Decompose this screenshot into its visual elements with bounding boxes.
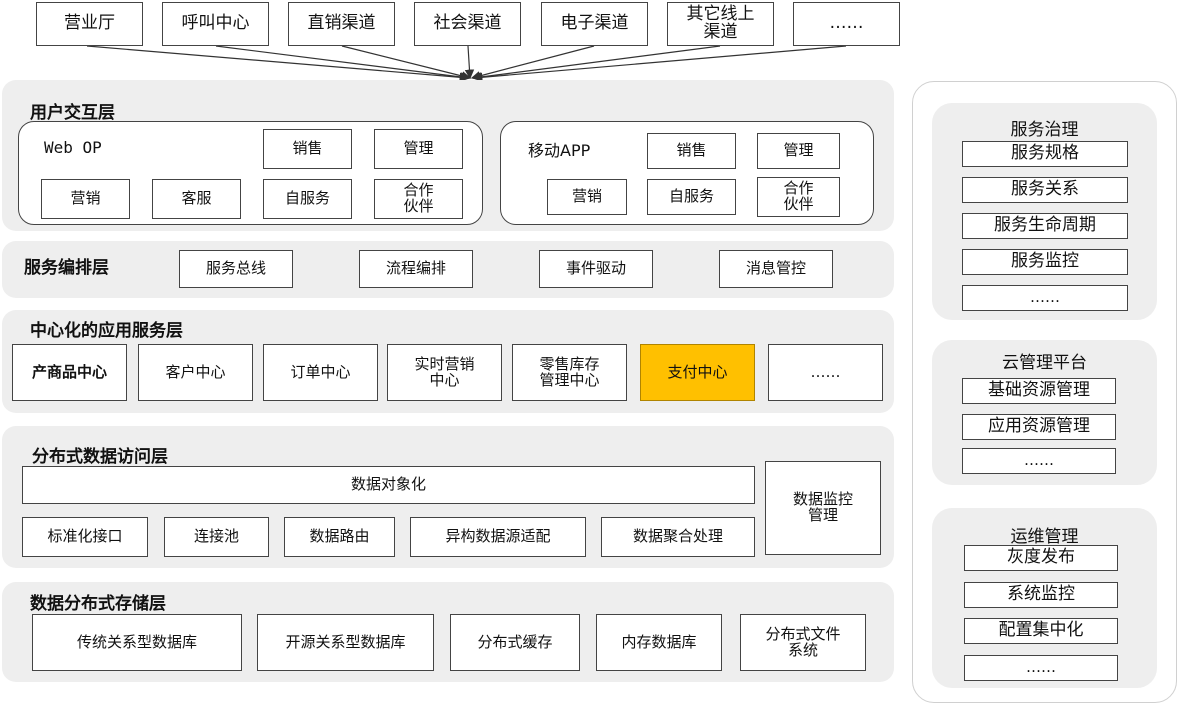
app-service-item: …… (768, 344, 883, 401)
channel-box: 呼叫中心 (162, 2, 269, 46)
mobile-item: 自服务 (647, 179, 736, 215)
app-service-item: 订单中心 (263, 344, 378, 401)
arrow-4 (464, 45, 475, 80)
governance-item: 服务监控 (962, 249, 1128, 275)
ops-item: …… (964, 655, 1118, 681)
web-op-item: 管理 (374, 129, 463, 169)
governance-item: 服务生命周期 (962, 213, 1128, 239)
channel-box: …… (793, 2, 900, 46)
mobile-app-label: 移动APP (528, 141, 591, 160)
layer-title: 用户交互层 (30, 103, 115, 123)
orchestration-item: 服务总线 (179, 250, 293, 288)
ops-item: 系统监控 (964, 582, 1118, 608)
data-monitor-box: 数据监控 管理 (765, 461, 881, 555)
ops-item: 配置集中化 (964, 618, 1118, 644)
orchestration-item: 流程编排 (359, 250, 473, 288)
mobile-item: 营销 (547, 179, 627, 215)
storage-item: 分布式文件 系统 (740, 614, 866, 671)
service-governance-group (932, 103, 1157, 320)
data-access-item: 标准化接口 (22, 517, 148, 557)
web-op-label: Web OP (44, 138, 102, 157)
mobile-item: 合作 伙伴 (757, 177, 840, 217)
group-title: 云管理平台 (1002, 353, 1087, 373)
orchestration-item: 事件驱动 (539, 250, 653, 288)
app-service-item: 实时营销 中心 (387, 344, 502, 401)
data-access-item: 数据路由 (284, 517, 395, 557)
storage-item: 传统关系型数据库 (32, 614, 242, 671)
web-op-item: 合作 伙伴 (374, 179, 463, 219)
layer-title: 服务编排层 (24, 258, 109, 278)
arrow-6 (471, 45, 721, 82)
storage-item: 内存数据库 (596, 614, 722, 671)
orchestration-item: 消息管控 (719, 250, 833, 288)
web-op-item: 客服 (152, 179, 241, 219)
data-access-item: 数据聚合处理 (601, 517, 755, 557)
channel-box: 社会渠道 (414, 2, 521, 46)
group-title: 运维管理 (1010, 527, 1079, 547)
ops-item: 灰度发布 (964, 545, 1118, 571)
channel-box: 其它线上 渠道 (667, 2, 774, 46)
governance-item: 服务规格 (962, 141, 1128, 167)
arrow-2 (215, 45, 471, 82)
mobile-item: 管理 (757, 133, 840, 169)
cloud-item: …… (962, 448, 1116, 474)
governance-item: …… (962, 285, 1128, 311)
arrow-7 (472, 45, 847, 83)
cloud-item: 应用资源管理 (962, 414, 1116, 440)
app-service-item: 客户中心 (138, 344, 253, 401)
channel-box: 营业厅 (36, 2, 143, 46)
arrow-5 (470, 45, 595, 81)
arrow-1 (86, 45, 470, 83)
layer-title: 数据分布式存储层 (30, 594, 166, 614)
data-access-item: 异构数据源适配 (410, 517, 586, 557)
layer-title: 中心化的应用服务层 (30, 321, 183, 341)
channel-box: 电子渠道 (541, 2, 648, 46)
app-service-item: 零售库存 管理中心 (512, 344, 627, 401)
web-op-item: 营销 (41, 179, 130, 219)
app-service-item: 产商品中心 (12, 344, 127, 401)
mobile-item: 销售 (647, 133, 736, 169)
layer-title: 分布式数据访问层 (32, 447, 168, 467)
data-objectify-box: 数据对象化 (22, 466, 755, 504)
governance-item: 服务关系 (962, 177, 1128, 203)
web-op-item: 自服务 (263, 179, 352, 219)
storage-item: 开源关系型数据库 (257, 614, 434, 671)
data-access-item: 连接池 (164, 517, 269, 557)
group-title: 服务治理 (1010, 120, 1079, 140)
channel-box: 直销渠道 (288, 2, 395, 46)
web-op-item: 销售 (263, 129, 352, 169)
storage-item: 分布式缓存 (450, 614, 580, 671)
cloud-item: 基础资源管理 (962, 378, 1116, 404)
payment-center-box: 支付中心 (640, 344, 755, 401)
arrow-3 (341, 45, 472, 81)
